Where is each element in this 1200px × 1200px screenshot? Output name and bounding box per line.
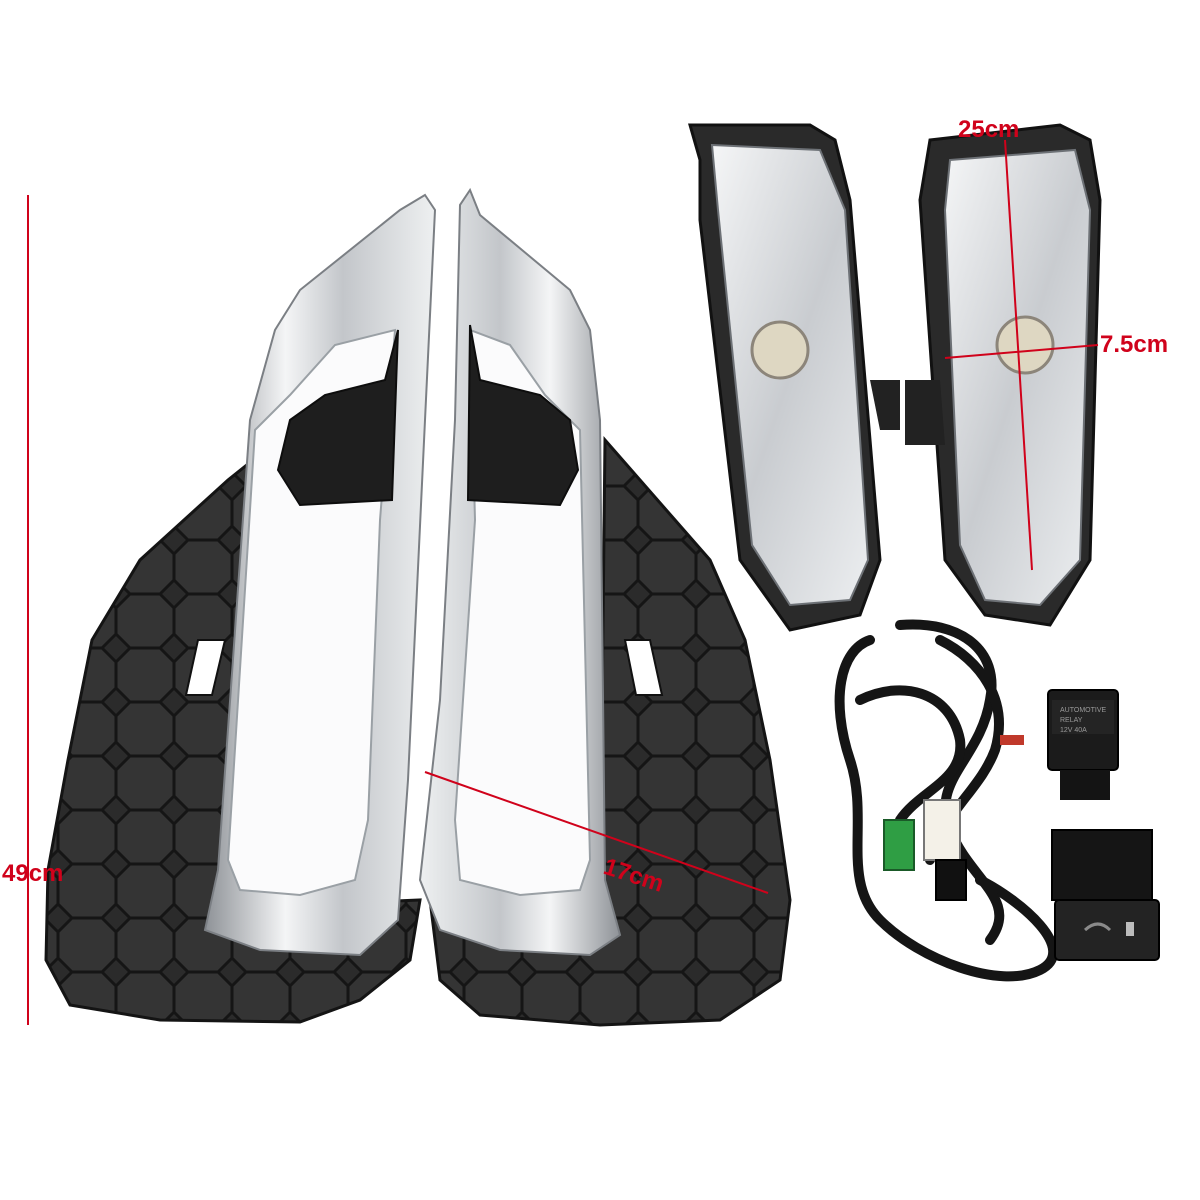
height-label: 49cm — [2, 860, 64, 887]
right-lamp-bulb — [995, 315, 1055, 375]
white-connector — [923, 799, 961, 861]
left-fog-lamp — [688, 123, 900, 632]
fog-symbol-icon — [1083, 922, 1112, 932]
bezel-width-dimension-line — [424, 771, 769, 894]
fog-light-switch — [1051, 829, 1160, 961]
right-fog-lamp — [905, 123, 1102, 627]
green-connector — [883, 819, 915, 871]
relay-text-line1: AUTOMOTIVE — [1060, 707, 1106, 714]
harness-connectors — [883, 735, 1024, 901]
right-grille-slot — [623, 639, 664, 696]
dimension-lines — [27, 139, 1099, 1025]
red-lead — [1000, 735, 1024, 745]
lamp-length-dimension-line — [1004, 139, 1033, 571]
lamp-width-dimension-line — [944, 344, 1099, 359]
relay-text-line3: 12V 40A — [1060, 727, 1087, 734]
right-bezel-cover — [418, 187, 792, 1027]
lamp-length-label: 25cm — [958, 116, 1020, 143]
relay-text-line2: RELAY — [1060, 717, 1083, 724]
left-lamp-bulb — [750, 320, 810, 380]
indicator-light — [1126, 922, 1134, 936]
lamp-width-label: 7.5cm — [1100, 331, 1169, 358]
right-air-duct — [466, 324, 580, 507]
relay: AUTOMOTIVE RELAY 12V 40A — [1047, 689, 1119, 800]
left-bezel-cover — [44, 193, 437, 1024]
black-connector — [935, 859, 967, 901]
left-grille-slot — [184, 639, 227, 696]
left-air-duct — [276, 329, 399, 507]
